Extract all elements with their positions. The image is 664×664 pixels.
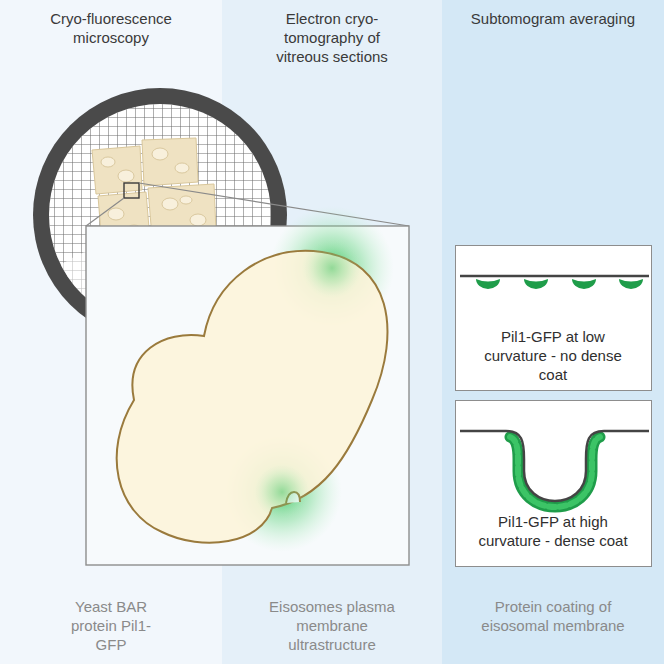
result-panel: Pil1-GFP at low curvature - no dense coa…	[455, 245, 652, 391]
column-caption: Protein coating of eisosomal membrane	[478, 598, 628, 636]
averaging-band: Subtomogram averagingProtein coating of …	[442, 0, 664, 664]
panel-caption: Pil1-GFP at high curvature - dense coat	[466, 513, 641, 551]
inset-cell	[86, 206, 409, 565]
pil1-subunit	[572, 279, 596, 289]
column-heading: Cryo-fluorescence microscopy	[21, 10, 201, 48]
column-caption: Yeast BAR protein Pil1-GFP	[56, 598, 166, 654]
panel-caption: Pil1-GFP at low curvature - no dense coa…	[478, 328, 628, 384]
result-panel: Pil1-GFP at high curvature - dense coat	[455, 400, 652, 567]
pil1-subunit	[524, 279, 548, 289]
vitreous-sections	[92, 138, 216, 246]
em-grid	[20, 88, 320, 425]
membrane-line	[460, 275, 649, 278]
column-caption: Eisosomes plasma membrane ultrastructure	[267, 598, 397, 654]
pil1-subunit	[619, 279, 643, 289]
tomography-band: Electron cryo-tomography of vitreous sec…	[222, 0, 442, 664]
invagination-figure	[456, 401, 653, 601]
pil1-subunit	[476, 279, 500, 289]
column-heading: Subtomogram averaging	[453, 10, 653, 29]
microscopy-band: Cryo-fluorescence microscopyYeast BAR pr…	[0, 0, 222, 664]
membrane-line	[460, 431, 649, 501]
zoom-lines	[86, 183, 409, 226]
column-heading: Electron cryo-tomography of vitreous sec…	[265, 10, 400, 66]
